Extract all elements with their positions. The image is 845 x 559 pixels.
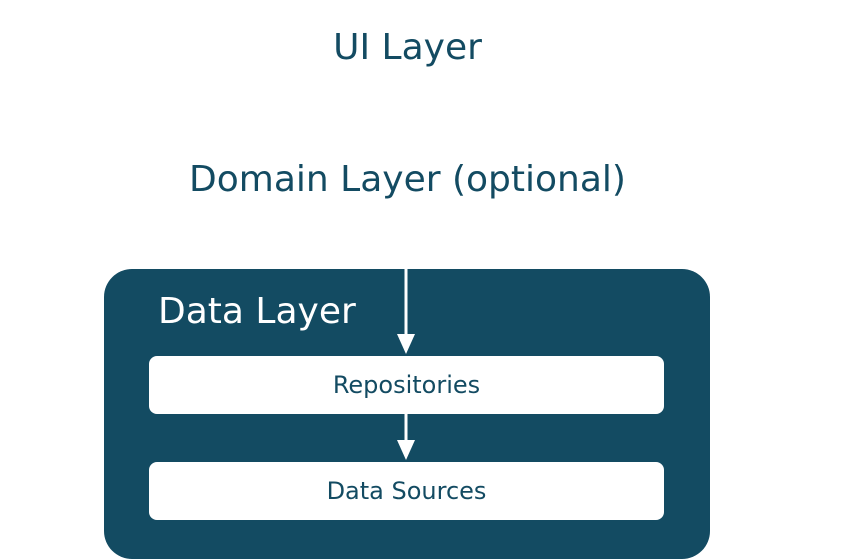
data-layer-title: Data Layer bbox=[158, 291, 356, 332]
repositories-box: Repositories bbox=[149, 356, 664, 414]
data-sources-label: Data Sources bbox=[326, 477, 487, 505]
ui-layer-label: UI Layer bbox=[333, 27, 482, 68]
domain-layer-label: Domain Layer (optional) bbox=[189, 159, 626, 200]
data-sources-box: Data Sources bbox=[149, 462, 664, 520]
repositories-label: Repositories bbox=[332, 371, 481, 399]
